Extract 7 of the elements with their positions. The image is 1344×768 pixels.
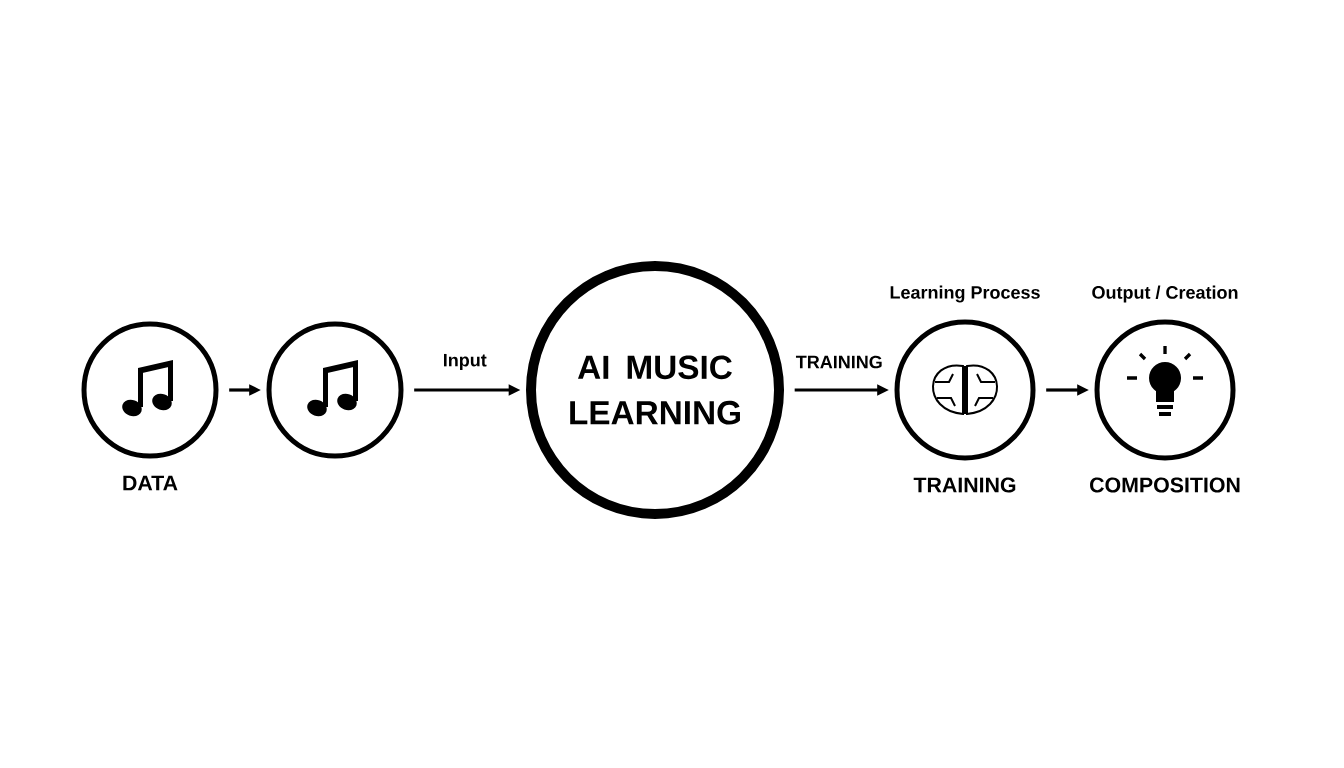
node-label: COMPOSITION (1090, 477, 1240, 493)
node-label: DATA (123, 475, 178, 491)
edge-label: TRAINING (794, 354, 885, 370)
heading: Output / Creation (1092, 285, 1238, 303)
node-label: TRAINING (913, 477, 1016, 493)
heading: Learning Process (890, 285, 1040, 303)
edge-label: Input (441, 352, 489, 372)
